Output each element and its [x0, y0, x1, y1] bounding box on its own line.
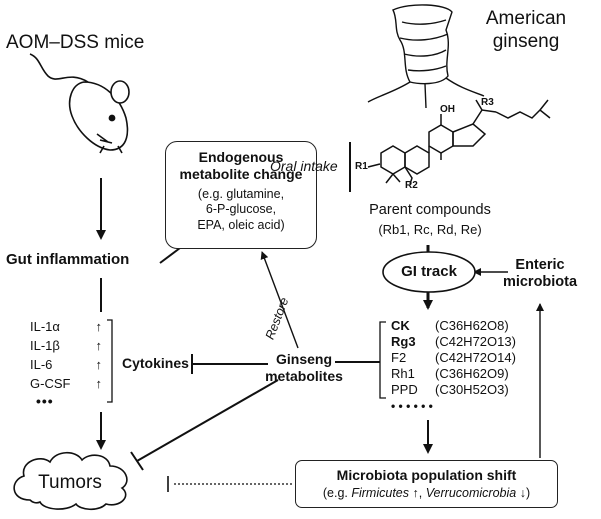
- structure-r3-label: R3: [481, 97, 494, 108]
- cytokine-item: IL-1β ↑: [30, 336, 102, 355]
- link-inflammation-to-endogenous: [159, 247, 181, 264]
- cytokine-name: IL-1β: [30, 338, 60, 353]
- endogenous-title: Endogenous metabolite change: [179, 149, 303, 182]
- taxon-verrucomicrobia: Verrucomicrobia: [425, 486, 517, 500]
- metabolite-formula: (C42H72O14): [435, 350, 516, 365]
- metabolite-name: Rh1: [391, 366, 415, 381]
- cytokine-item: G-CSF ↑: [30, 374, 102, 393]
- metabolite-item: PPD (C30H52O3): [391, 382, 516, 398]
- structure-r2-label: R2: [405, 180, 418, 191]
- ginseng-metabolites-label: Ginseng metabolites: [265, 351, 343, 384]
- ginsenoside-structure-icon: [367, 99, 551, 185]
- metabolite-name: CK: [391, 318, 410, 333]
- structure-r1-label: R1: [355, 161, 368, 172]
- microbiota-shift-box: Microbiota population shift (e.g. Firmic…: [295, 460, 558, 508]
- cytokine-name: IL-1α: [30, 319, 60, 334]
- metabolite-item: CK (C36H62O8): [391, 318, 516, 334]
- metabolite-item: Rh1 (C36H62O9): [391, 366, 516, 382]
- parent-compounds-title: Parent compounds: [369, 202, 491, 218]
- metabolite-more: • • • • • •: [391, 399, 433, 413]
- microbiota-shift-examples: (e.g. Firmicutes ↑, Verrucomicrobia ↓): [296, 484, 557, 502]
- metabolite-name: Rg3: [391, 334, 416, 349]
- metabolite-formula: (C36H62O9): [435, 366, 509, 381]
- up-arrow-icon: ↑: [95, 338, 103, 353]
- cytokine-list: IL-1α ↑ IL-1β ↑ IL-6 ↑ G-CSF ↑ •••: [30, 317, 102, 409]
- cytokine-bracket: [107, 319, 113, 403]
- microbiota-shift-title: Microbiota population shift: [336, 467, 517, 483]
- tumors-cloud: [13, 451, 128, 511]
- parent-compounds-list: (Rb1, Rc, Rd, Re): [378, 222, 482, 237]
- endogenous-metabolite-box: Endogenous metabolite change (e.g. gluta…: [165, 141, 317, 249]
- up-arrow-icon: ↑: [95, 319, 103, 334]
- gi-track-label: GI track: [401, 263, 457, 280]
- gi-track-ellipse: [382, 251, 476, 293]
- metabolite-list: CK (C36H62O8) Rg3 (C42H72O13) F2 (C42H72O14…: [391, 318, 516, 414]
- metabolite-item: F2 (C42H72O14): [391, 350, 516, 366]
- up-arrow-icon: ↑: [95, 357, 103, 372]
- aom-dss-mice-label: AOM–DSS mice: [6, 32, 145, 53]
- inhibit-tumors-line: [136, 379, 279, 462]
- cytokine-item: IL-1α ↑: [30, 317, 102, 336]
- structure-oh-label: OH: [440, 104, 455, 115]
- metabolite-formula: (C36H62O8): [435, 318, 509, 333]
- cytokine-more: •••: [36, 393, 54, 409]
- american-ginseng-label: American ginseng: [485, 8, 567, 52]
- up-arrow-icon: ↑: [95, 376, 103, 391]
- oral-intake-label: Oral intake: [270, 158, 338, 174]
- gut-inflammation-label: Gut inflammation: [6, 251, 130, 268]
- metabolite-formula: (C42H72O13): [435, 334, 516, 349]
- metabolite-name: PPD: [391, 382, 418, 397]
- cytokine-name: IL-6: [30, 357, 53, 372]
- shift-prefix: (e.g.: [322, 486, 352, 500]
- tumors-label: Tumors: [38, 472, 102, 493]
- endogenous-examples: (e.g. glutamine, 6-P-glucose, EPA, oleic…: [197, 186, 285, 232]
- cytokines-label: Cytokines: [122, 355, 189, 371]
- metabolites-bracket: [379, 321, 386, 399]
- cytokine-name: G-CSF: [30, 376, 71, 391]
- mouse-icon: [29, 53, 130, 154]
- metabolite-name: F2: [391, 350, 407, 365]
- metabolite-formula: (C30H52O3): [435, 382, 509, 397]
- up-arrow-icon: ↑,: [409, 486, 426, 500]
- ginseng-root-icon: [367, 4, 485, 109]
- enteric-microbiota-label: Enteric microbiota: [502, 257, 578, 290]
- inhibit-tumors-bar: [130, 451, 144, 471]
- cytokine-item: IL-6 ↑: [30, 355, 102, 374]
- arrow-restore: [260, 251, 299, 349]
- taxon-firmicutes: Firmicutes: [351, 486, 410, 500]
- metabolite-item: Rg3 (C42H72O13): [391, 334, 516, 350]
- down-arrow-icon: ↓): [516, 486, 531, 500]
